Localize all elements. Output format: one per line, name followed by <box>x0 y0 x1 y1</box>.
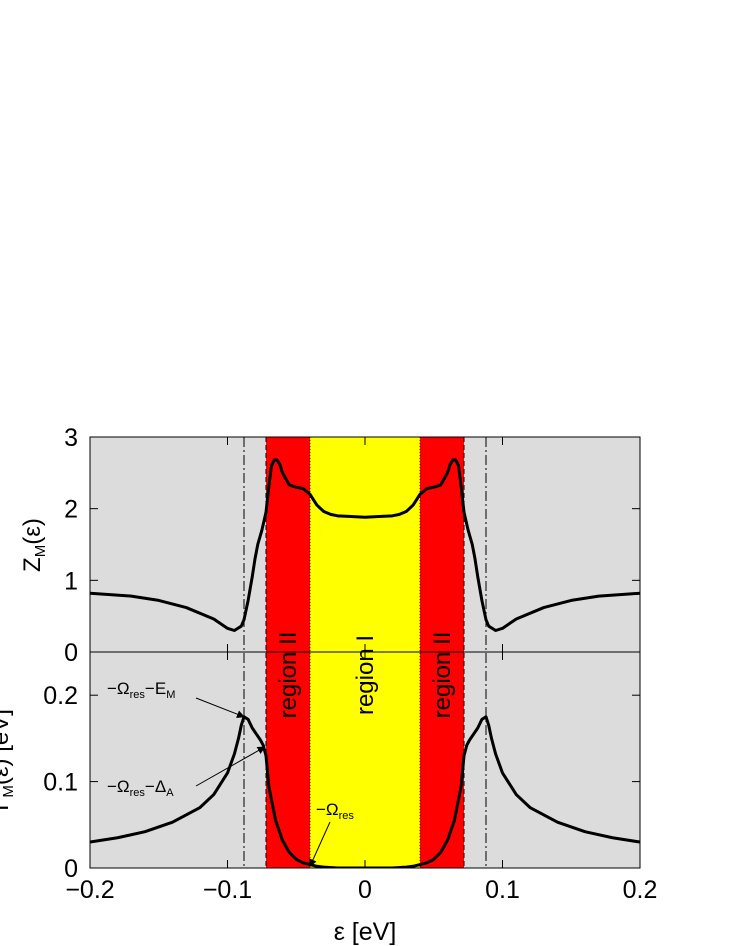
top-curve-Z <box>90 458 640 632</box>
data-curves <box>90 458 640 868</box>
region-I-label: region I <box>352 635 379 715</box>
annotation-omega-res-EM-arrow <box>195 697 245 718</box>
region-II-right-label: region II <box>429 632 456 719</box>
bottom-y-axis-label: ΓM(ε) [eV] <box>0 709 17 811</box>
region-II-left-label: region II <box>275 632 302 719</box>
top-ytick-label: 0 <box>64 639 78 667</box>
annotation-omega-res-arrow <box>309 821 331 868</box>
annotations: −Ωres−EM −Ωres−ΔA −Ωres <box>107 679 354 868</box>
xtick-label: 0.2 <box>623 876 658 904</box>
top-ytick-label: 1 <box>64 567 78 595</box>
xtick-label: 0 <box>358 876 372 904</box>
bottom-ytick-label: 0.2 <box>43 682 78 710</box>
annotation-omega-res-DeltaA: −Ωres−ΔA <box>107 777 174 799</box>
xtick-label: −0.2 <box>65 876 114 904</box>
annotation-omega-res-EM: −Ωres−EM <box>107 679 175 701</box>
axis-ticks: 0 1 2 3 0 0.1 0.2 −0.2 −0.1 0 0.1 0.2 <box>43 424 657 904</box>
annotation-omega-res-DeltaA-arrow <box>195 746 266 787</box>
top-y-axis-label: ZM(ε) <box>19 518 49 572</box>
annotation-omega-res: −Ωres <box>316 800 354 822</box>
top-ytick-label: 2 <box>64 496 78 524</box>
bottom-ytick-label: 0.1 <box>43 769 78 797</box>
xtick-label: −0.1 <box>203 876 252 904</box>
bottom-ytick-label: 0 <box>64 855 78 883</box>
bottom-curve-Gamma <box>90 715 640 868</box>
top-ytick-label: 3 <box>64 424 78 452</box>
x-axis-label: ε [eV] <box>334 918 397 946</box>
xtick-label: 0.1 <box>485 876 520 904</box>
